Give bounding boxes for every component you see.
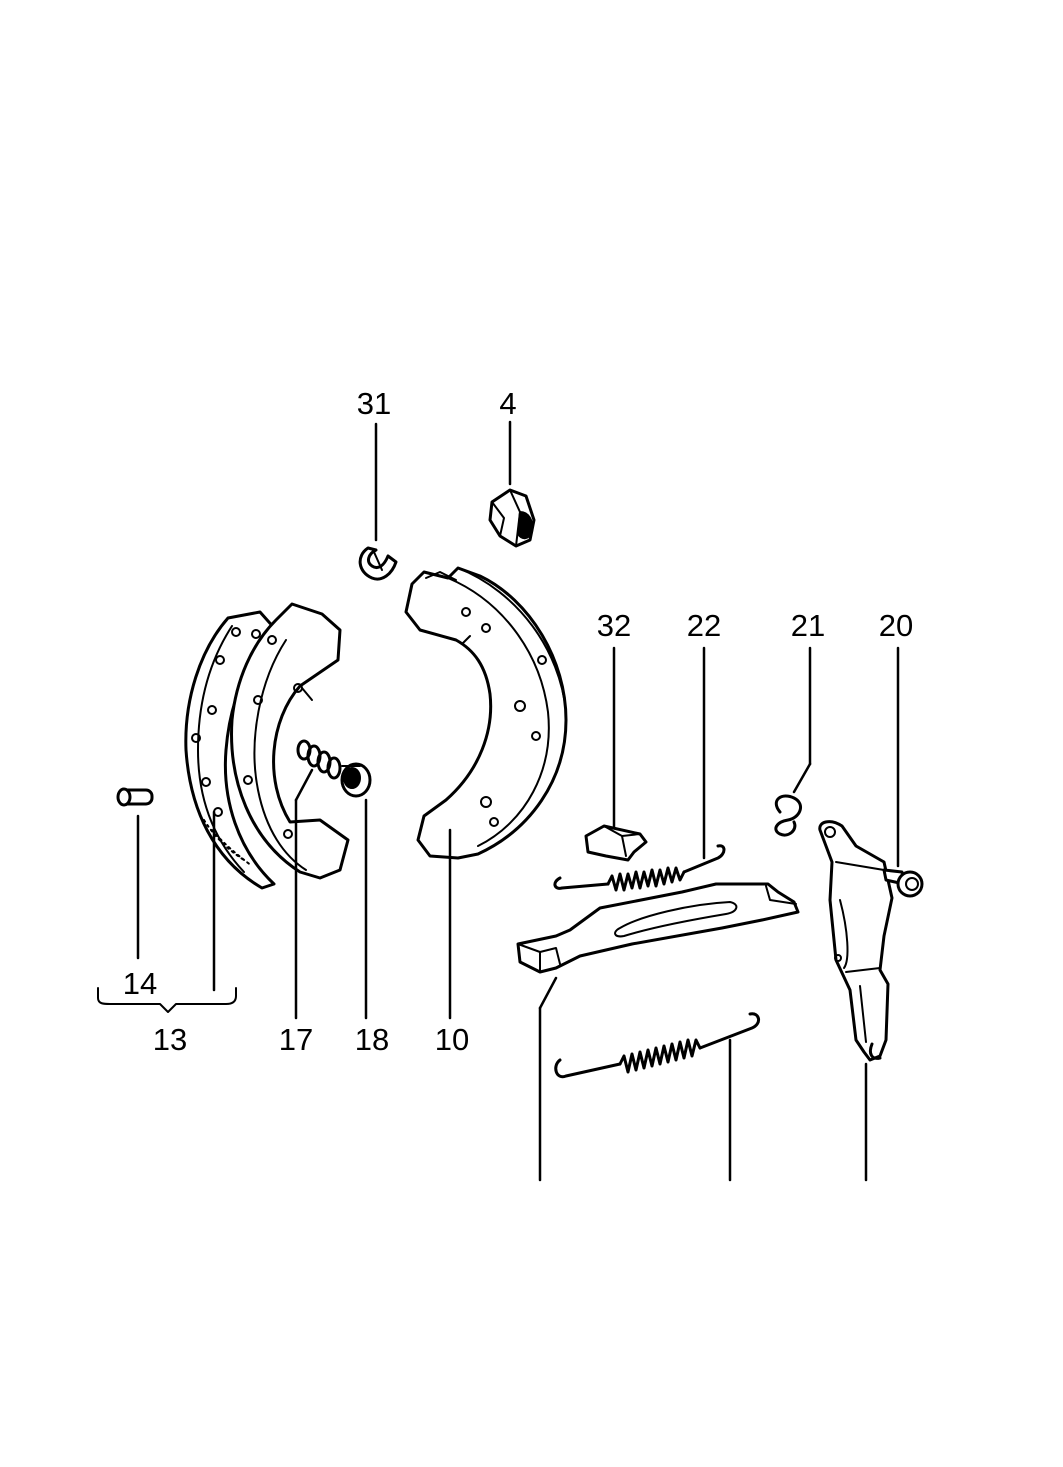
brake-shoe-backing-icon bbox=[230, 602, 350, 880]
s-hook-icon bbox=[774, 794, 803, 837]
clip-icon bbox=[358, 546, 398, 581]
callout-31: 31 bbox=[357, 386, 391, 421]
callout-17: 17 bbox=[279, 1022, 313, 1057]
wedge-block-icon bbox=[488, 488, 536, 548]
callout-18: 18 bbox=[355, 1022, 389, 1057]
return-spring-icon bbox=[554, 1012, 760, 1079]
callout-10: 10 bbox=[435, 1022, 469, 1057]
pivot-bolt-icon bbox=[882, 868, 924, 898]
spring-cap-icon bbox=[340, 762, 372, 798]
callout-22: 22 bbox=[687, 608, 721, 643]
bracket-13 bbox=[97, 987, 237, 1013]
brake-shoe-icon bbox=[404, 566, 568, 860]
brake-lining-icon bbox=[184, 610, 278, 890]
callout-4: 4 bbox=[499, 386, 516, 421]
rivet-icon bbox=[116, 787, 154, 807]
parking-brake-lever-icon bbox=[818, 820, 894, 1062]
retaining-spring-icon bbox=[296, 739, 342, 780]
leader-line-21b bbox=[792, 762, 812, 794]
callout-20: 20 bbox=[879, 608, 913, 643]
callout-32: 32 bbox=[597, 608, 631, 643]
spring-clip-icon bbox=[584, 824, 648, 862]
callout-21: 21 bbox=[791, 608, 825, 643]
return-spring-icon bbox=[553, 844, 726, 892]
leader-line-17b bbox=[294, 768, 314, 802]
leader-line-strut-b bbox=[538, 976, 558, 1010]
callout-13: 13 bbox=[153, 1022, 187, 1057]
strut-bar-icon bbox=[516, 882, 800, 974]
callout-14: 14 bbox=[123, 966, 157, 1001]
